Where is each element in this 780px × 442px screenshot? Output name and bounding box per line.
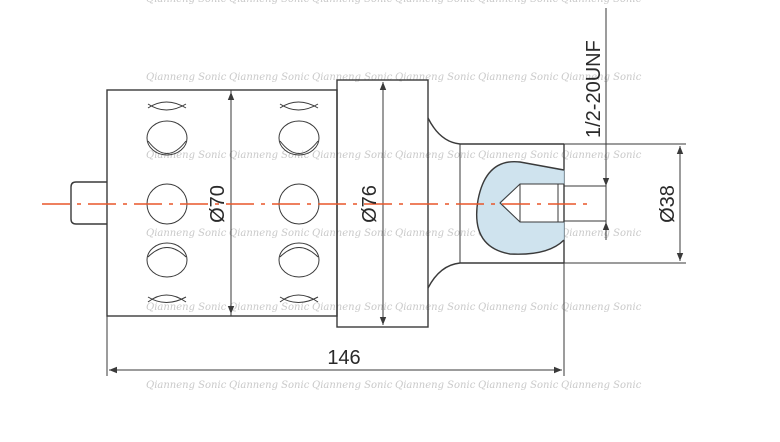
watermark-text: Qianneng Sonic [312, 150, 393, 161]
threaded-bore-section [476, 160, 606, 255]
output-diameter-label: Ø38 [657, 185, 679, 223]
watermark-text: Qianneng Sonic [561, 72, 642, 83]
watermark-text: Qianneng Sonic [229, 228, 310, 239]
watermark-text: Qianneng Sonic [561, 302, 642, 313]
watermark-text: Qianneng Sonic [312, 228, 393, 239]
watermark-text: Qianneng Sonic [229, 302, 310, 313]
watermark-text: Qianneng Sonic [229, 380, 310, 391]
watermark-text: Qianneng Sonic [561, 150, 642, 161]
watermark-text: Qianneng Sonic [312, 380, 393, 391]
watermark-text: Qianneng Sonic [395, 72, 476, 83]
watermark-text: Qianneng Sonic [478, 150, 559, 161]
body-diameter-label: Ø70 [207, 185, 229, 223]
watermark-text: Qianneng Sonic [146, 0, 227, 5]
watermark-text: Qianneng Sonic [312, 0, 393, 5]
watermark-text: Qianneng Sonic [561, 0, 642, 5]
watermark-text: Qianneng Sonic [146, 302, 227, 313]
watermark-text: Qianneng Sonic [478, 72, 559, 83]
watermark-text: Qianneng Sonic [229, 0, 310, 5]
watermark-text: Qianneng Sonic [229, 72, 310, 83]
thread-spec-label: 1/2-20UNF [583, 40, 605, 138]
watermark-text: Qianneng Sonic [395, 150, 476, 161]
watermark-text: Qianneng Sonic [561, 380, 642, 391]
watermark-text: Qianneng Sonic [312, 72, 393, 83]
cooling-holes-left [146, 101, 188, 303]
converter-stud [70, 181, 107, 225]
watermark-text: Qianneng Sonic [478, 380, 559, 391]
watermark-text: Qianneng Sonic [478, 0, 559, 5]
watermark-text: Qianneng Sonic [478, 302, 559, 313]
watermark-text: Qianneng Sonic [395, 228, 476, 239]
watermark-text: Qianneng Sonic [146, 72, 227, 83]
watermark-text: Qianneng Sonic [146, 380, 227, 391]
watermark-text: Qianneng Sonic [229, 150, 310, 161]
watermark-text: Qianneng Sonic [395, 0, 476, 5]
watermark-text: Qianneng Sonic [146, 228, 227, 239]
watermark-text: Qianneng Sonic [395, 380, 476, 391]
cooling-holes-right [278, 101, 320, 303]
overall-length-label: 146 [327, 347, 360, 369]
watermark-text: Qianneng Sonic [395, 302, 476, 313]
watermark-text: Qianneng Sonic [312, 302, 393, 313]
dim-overall-length [106, 263, 565, 376]
dim-output-diameter [564, 143, 686, 264]
flange-diameter-label: Ø76 [359, 185, 381, 223]
watermark-text: Qianneng Sonic [561, 228, 642, 239]
watermark-text: Qianneng Sonic [146, 150, 227, 161]
